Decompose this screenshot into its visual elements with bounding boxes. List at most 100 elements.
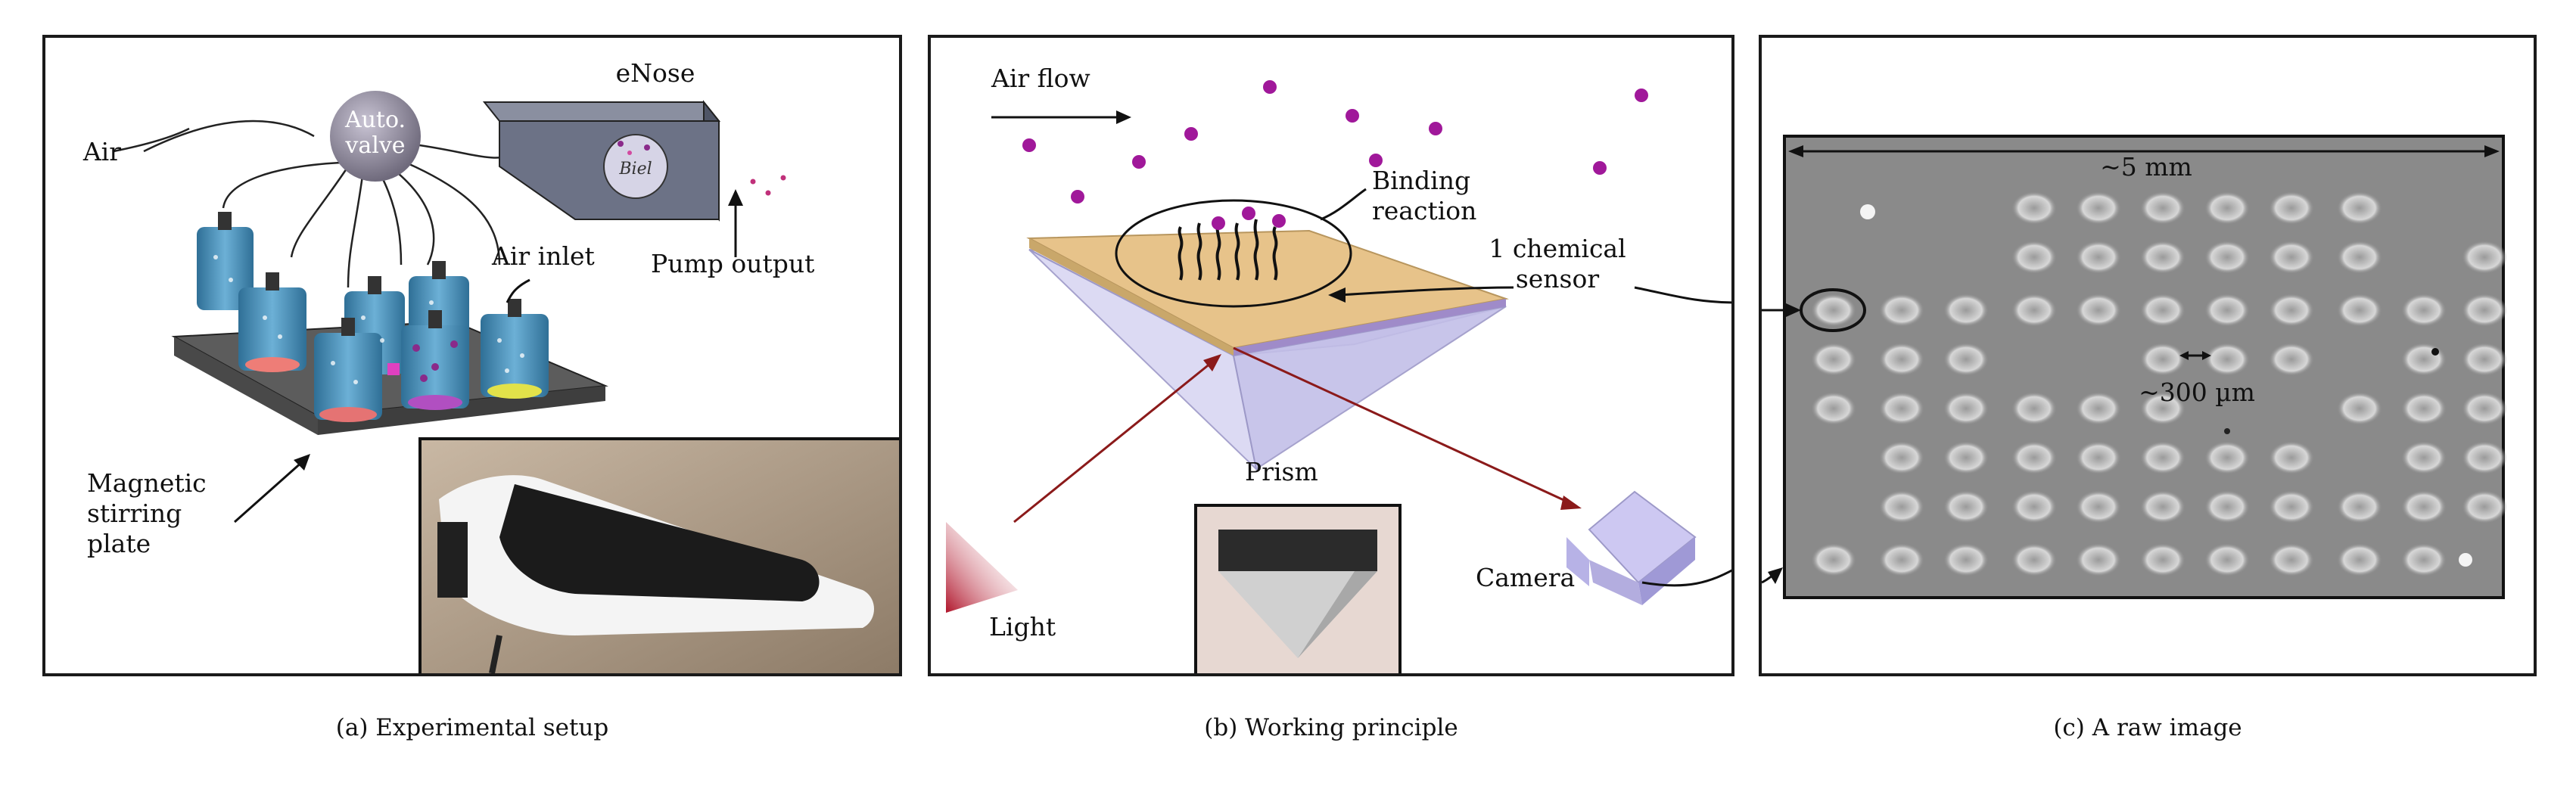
- prism-label: Prism: [1245, 457, 1318, 486]
- sensor-spot: [2269, 490, 2314, 523]
- valve-label-2: valve: [344, 132, 405, 159]
- sensor-spot: [2337, 543, 2382, 576]
- sensor-spot: [2462, 294, 2507, 327]
- light-source: [946, 522, 1018, 613]
- light-beam-out: [1233, 346, 1571, 505]
- receptor-chains: [1178, 219, 1278, 281]
- sensor-spot: [2140, 543, 2186, 576]
- sensor-spot: [2337, 191, 2382, 225]
- sensor-spot: [1811, 392, 1856, 425]
- sensor-label-2: sensor: [1516, 264, 1600, 294]
- camera-label: Camera: [1476, 563, 1575, 592]
- sensor-spot: [2140, 441, 2186, 474]
- sensor-spot: [1879, 392, 1924, 425]
- sensor-spot: [2076, 490, 2121, 523]
- sensor-spot: [2011, 441, 2057, 474]
- sensor-spot: [1811, 343, 1856, 376]
- sensor-plate: [1026, 229, 1509, 356]
- air-label: Air: [82, 137, 121, 166]
- sensor-spot: [2337, 490, 2382, 523]
- panel-raw-image: ~5 mm ~300 µm: [1759, 35, 2537, 676]
- pump-output-label: Pump output: [651, 249, 814, 278]
- sensor-spot: [2076, 191, 2121, 225]
- sensor-spot: [1943, 441, 1989, 474]
- sensor-spot: [2204, 441, 2250, 474]
- sensor-spot: [2011, 191, 2057, 225]
- sensor-spot: [2401, 543, 2447, 576]
- sensor-spot: [1943, 392, 1989, 425]
- sensor-spot: [2462, 490, 2507, 523]
- sensor-label-1: 1 chemical: [1489, 234, 1626, 263]
- sensor-spot: [2011, 241, 2057, 274]
- sensor-spot: [2401, 343, 2447, 376]
- sensor-spot: [2462, 392, 2507, 425]
- enose-chip-text: Biel: [618, 160, 652, 179]
- raw-sensor-image: ~5 mm ~300 µm: [1762, 135, 2507, 599]
- air-inlet-arrow: [506, 278, 530, 303]
- camera-icon: [1566, 490, 1697, 605]
- sensor-spot: [2011, 294, 2057, 327]
- width-label: ~5 mm: [2100, 152, 2192, 182]
- sensor-spot: [2204, 490, 2250, 523]
- plate-label-2: stirring: [87, 499, 182, 528]
- caption-a: (a) Experimental setup: [335, 714, 609, 741]
- sensor-spot: [2011, 490, 2057, 523]
- bottles: [197, 212, 549, 422]
- air-tubes: [143, 120, 515, 288]
- sensor-spot: [2204, 241, 2250, 274]
- sensor-spot: [2337, 392, 2382, 425]
- caption-b: (b) Working principle: [1204, 714, 1458, 741]
- sensor-spot: [2401, 392, 2447, 425]
- sensor-spot: [2462, 241, 2507, 274]
- setup-illustration: Auto. valve Biel eNose Pump output Air: [82, 58, 899, 673]
- valve-label-1: Auto.: [344, 107, 406, 133]
- sensor-spot: [2140, 191, 2186, 225]
- sensor-spot: [2462, 441, 2507, 474]
- sensor-arrow: [1339, 286, 1514, 297]
- binding-label-2: reaction: [1372, 196, 1476, 225]
- sensor-spot: [2076, 543, 2121, 576]
- binding-reaction-circle: [1115, 199, 1352, 308]
- prism-photo: [1194, 504, 1402, 673]
- sensor-spot: [1811, 543, 1856, 576]
- sensor-spot: [2140, 392, 2186, 425]
- sensor-spot: [2140, 490, 2186, 523]
- sensor-spot: [2076, 294, 2121, 327]
- sensor-spot: [2204, 191, 2250, 225]
- sensor-spot: [2076, 241, 2121, 274]
- sensor-spot: [2401, 441, 2447, 474]
- sensor-spot: [2401, 490, 2447, 523]
- device-photo: [418, 437, 899, 673]
- sensor-spot: [1943, 294, 1989, 327]
- sensor-spot: [2269, 441, 2314, 474]
- sensor-spot: [2011, 392, 2057, 425]
- sensor-spot: [2269, 543, 2314, 576]
- sensor-spot: [2269, 294, 2314, 327]
- air-flow-label: Air flow: [991, 64, 1090, 93]
- air-inlet-label: Air inlet: [491, 241, 595, 271]
- sensor-spot: [1879, 543, 1924, 576]
- caption-c: (c) A raw image: [2053, 714, 2242, 741]
- sensor-spot: [1943, 343, 1989, 376]
- sensor-spot: [2076, 441, 2121, 474]
- sensor-spot: [1811, 294, 1856, 327]
- binding-label-1: Binding: [1372, 166, 1470, 195]
- air-line: [113, 127, 190, 153]
- light-label: Light: [989, 612, 1056, 642]
- auto-valve: [330, 91, 421, 182]
- sensor-spot: [1879, 343, 1924, 376]
- sensor-spot: [2140, 343, 2186, 376]
- light-beam-in: [1013, 362, 1212, 523]
- sensor-spot: [2204, 294, 2250, 327]
- panel-working-principle: Air flow: [928, 35, 1734, 676]
- plate-arrow: [234, 460, 303, 523]
- sensor-spot: [1879, 294, 1924, 327]
- pitch-label: ~300 µm: [2139, 377, 2255, 407]
- enose-device: Biel: [482, 100, 786, 222]
- sensor-spot: [2140, 241, 2186, 274]
- sensor-spot: [2076, 392, 2121, 425]
- plate-label-1: Magnetic: [87, 468, 207, 498]
- sensor-spot: [1879, 441, 1924, 474]
- sensor-spot: [2269, 241, 2314, 274]
- binding-arrow: [1320, 188, 1367, 221]
